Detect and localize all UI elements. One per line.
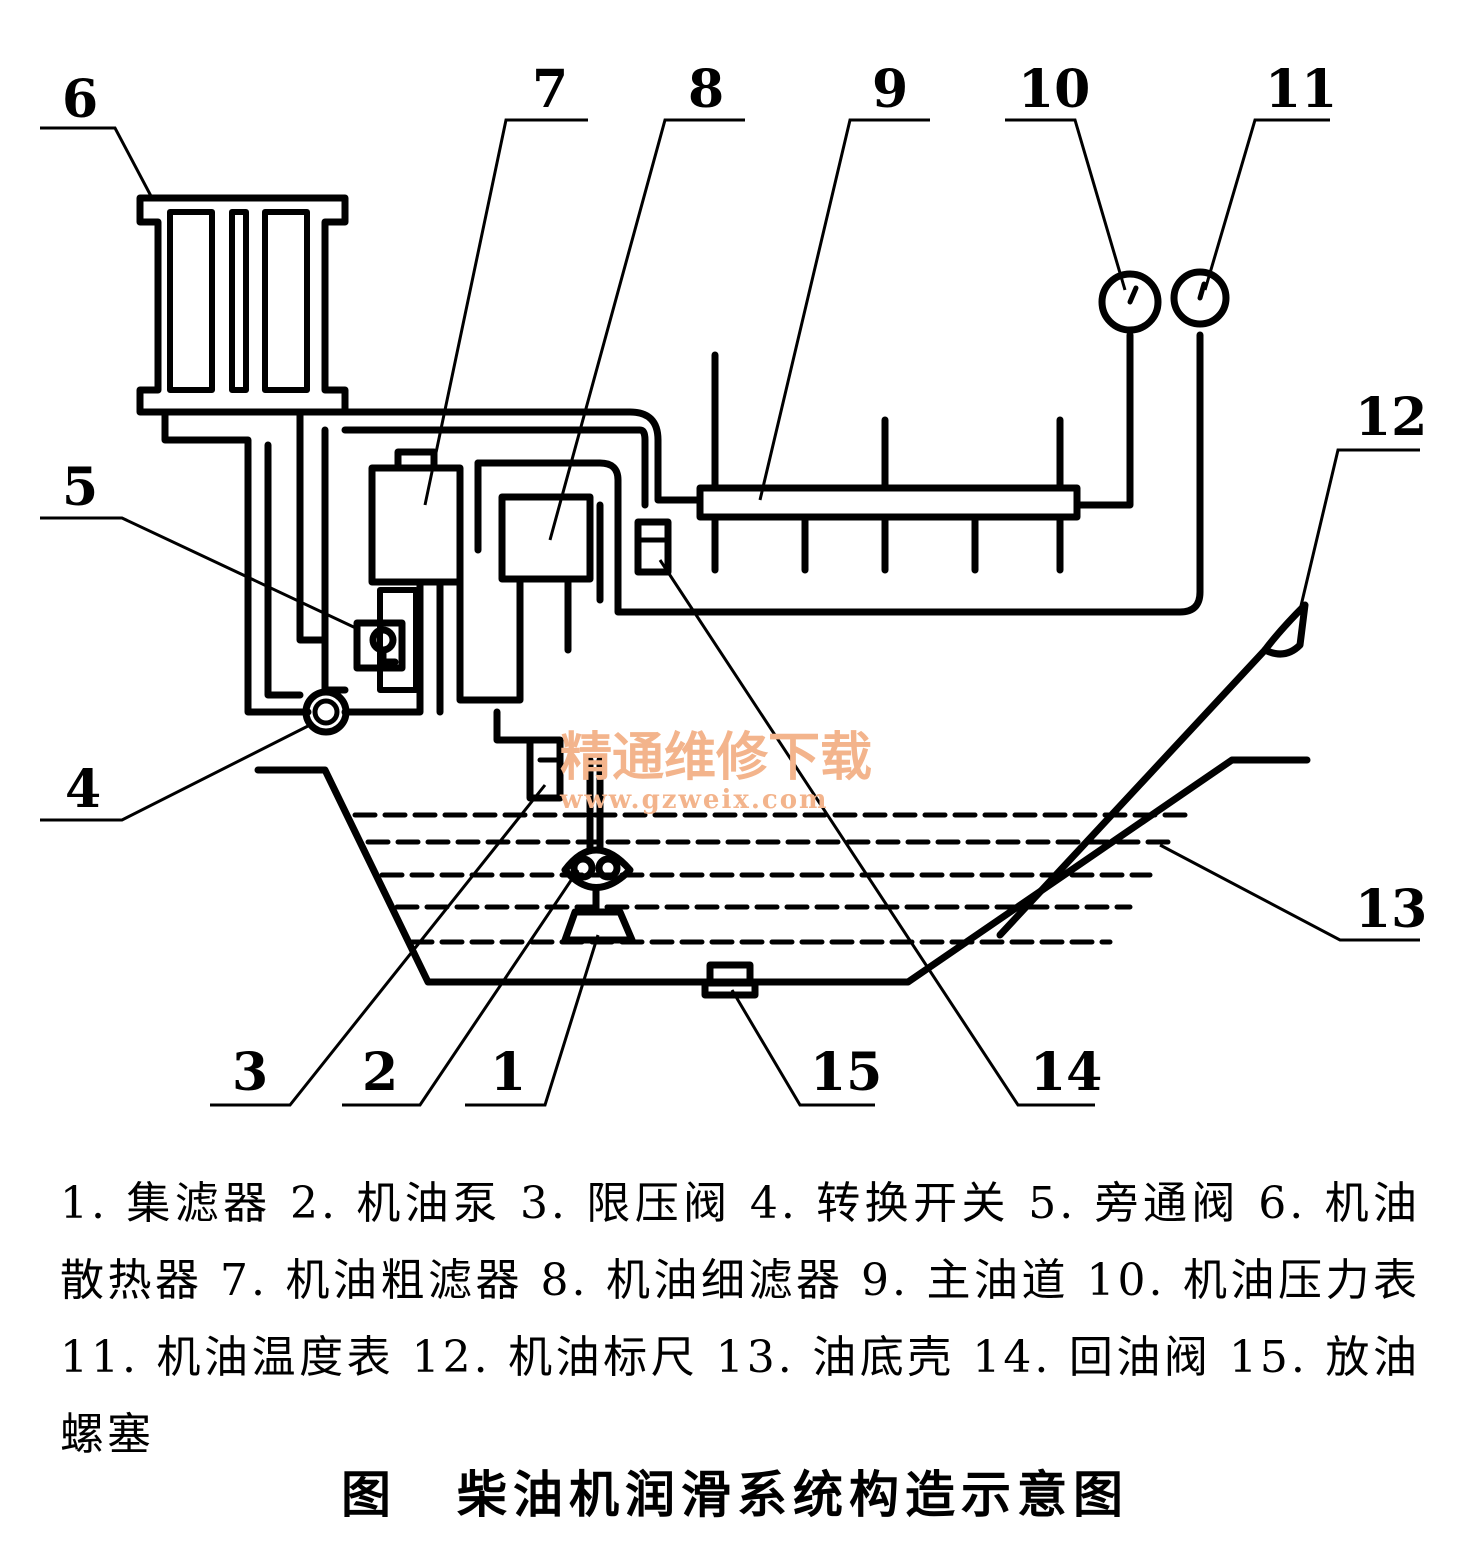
leader-line-10 <box>1005 118 1127 291</box>
legend-item: 7. 机油粗滤器 <box>220 1255 524 1306</box>
callout-11: 11 <box>1265 59 1337 120</box>
callout-10: 10 <box>1018 59 1090 120</box>
oil-radiator <box>136 194 349 416</box>
leader-line-7 <box>423 118 588 506</box>
legend-item: 9. 主油道 <box>861 1255 1069 1306</box>
lubrication-system-diagram: 精通维修下载 www.gzweix.com 6 7 8 9 10 11 5 12… <box>40 59 1427 1107</box>
pressure-relief-valve <box>526 736 604 854</box>
watermark-url: www.gzweix.com <box>559 785 829 815</box>
legend-item: 12. 机油标尺 <box>411 1332 699 1383</box>
oil-temperature-gauge <box>1170 268 1230 328</box>
legend-item: 1. 集滤器 <box>60 1178 272 1229</box>
switch <box>302 688 350 736</box>
bypass-valve <box>353 619 406 672</box>
leader-line-13 <box>1159 843 1420 942</box>
oil-pump <box>561 846 634 914</box>
coarse-filter <box>368 448 464 693</box>
legend-item: 11. 机油温度表 <box>60 1332 395 1383</box>
oil-pan <box>254 756 1311 986</box>
legend-item: 15. 放油螺塞 <box>60 1332 1420 1460</box>
callout-8: 8 <box>688 59 724 120</box>
callout-1: 1 <box>490 1042 526 1103</box>
leader-line-9 <box>758 118 930 501</box>
caption-prefix: 图 <box>341 1466 397 1524</box>
leader-line-2 <box>342 869 580 1107</box>
callout-15: 15 <box>810 1042 882 1103</box>
legend-item: 3. 限压阀 <box>519 1178 732 1229</box>
oil-pipe-network <box>161 331 1204 744</box>
legend-item: 4. 转换开关 <box>749 1178 1010 1229</box>
legend-item: 5. 旁通阀 <box>1028 1178 1240 1229</box>
leader-line-8 <box>548 118 745 541</box>
callout-9: 9 <box>872 59 908 120</box>
fine-filter <box>498 493 594 654</box>
callout-13: 13 <box>1355 879 1427 940</box>
component-legend: 1. 集滤器 2. 机油泵 3. 限压阀 4. 转换开关 5. 旁通阀 6. 机… <box>60 1165 1420 1473</box>
callout-3: 3 <box>232 1042 268 1103</box>
legend-item: 13. 油底壳 <box>715 1332 955 1383</box>
callout-7: 7 <box>532 59 568 120</box>
leader-line-3 <box>210 784 547 1107</box>
drain-plug <box>701 961 759 999</box>
watermark-cn: 精通维修下载 <box>560 727 872 788</box>
return-valve <box>634 518 672 576</box>
legend-item: 10. 机油压力表 <box>1086 1255 1420 1306</box>
oil-pressure-gauge <box>1098 270 1162 334</box>
dipstick <box>996 601 1309 939</box>
legend-item: 6. 机油散热器 <box>60 1178 1421 1306</box>
callout-4: 4 <box>65 759 101 820</box>
callout-14: 14 <box>1030 1042 1102 1103</box>
leader-line-1 <box>465 934 600 1107</box>
leader-line-15 <box>730 989 875 1107</box>
leader-line-4 <box>40 723 311 822</box>
leader-line-12 <box>1298 448 1420 611</box>
callout-12: 12 <box>1355 387 1427 448</box>
leader-line-14 <box>658 559 1095 1107</box>
callout-6: 6 <box>62 69 98 130</box>
leader-line-6 <box>40 126 154 199</box>
leader-line-5 <box>40 516 361 632</box>
leader-line-11 <box>1203 118 1330 291</box>
legend-item: 14. 回油阀 <box>972 1332 1212 1383</box>
legend-item: 8. 机油细滤器 <box>540 1255 844 1306</box>
callout-5: 5 <box>62 457 98 518</box>
main-oil-gallery <box>696 351 1081 574</box>
figure-caption: 图 柴油机润滑系统构造示意图 <box>0 1455 1470 1527</box>
caption-title: 柴油机润滑系统构造示意图 <box>457 1466 1129 1524</box>
callout-2: 2 <box>362 1042 398 1103</box>
legend-item: 2. 机油泵 <box>289 1178 502 1229</box>
